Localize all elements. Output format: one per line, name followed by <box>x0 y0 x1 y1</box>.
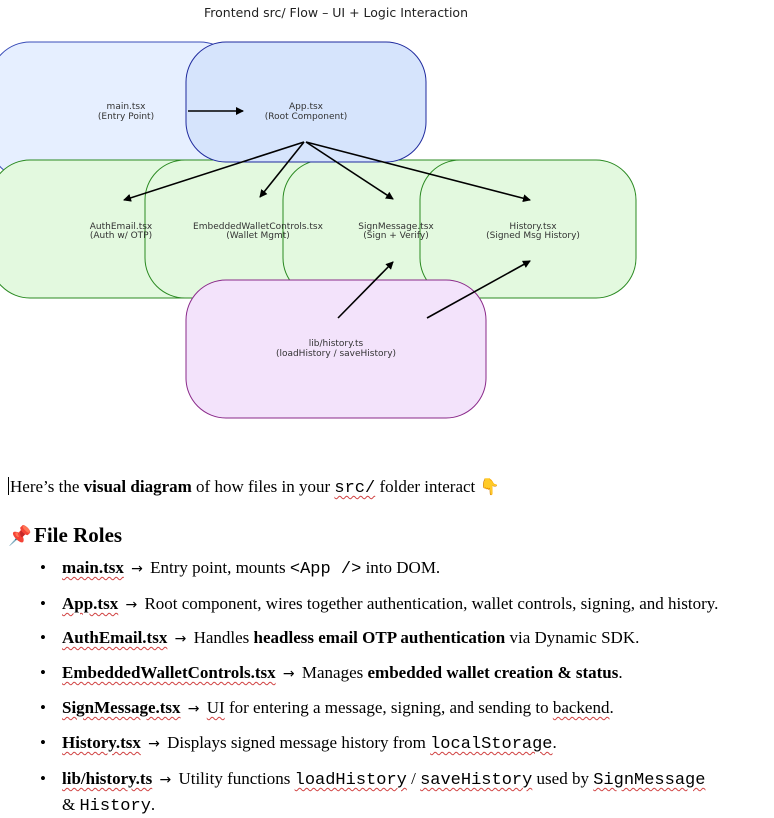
edge-app-to-history <box>305 141 531 203</box>
file-name: AuthEmail.tsx <box>62 628 168 647</box>
node-lib-name: lib/history.ts <box>309 339 364 349</box>
inline-code: SignMessage <box>593 771 706 790</box>
bullet: • <box>40 733 46 752</box>
inline-code: History <box>79 797 151 816</box>
node-sign-name: SignMessage.tsx <box>358 222 434 232</box>
file-name: History.tsx <box>62 733 141 752</box>
file-roles-heading: 📌File Roles <box>8 522 122 549</box>
node-history-sub: (Signed Msg History) <box>486 231 580 241</box>
role-text: into DOM. <box>361 558 441 577</box>
file-name: lib/history.ts <box>62 769 153 788</box>
intro-text-2: of how files in your <box>191 477 335 496</box>
flow-diagram: Frontend src/ Flow – UI + Logic Interact… <box>0 5 637 419</box>
role-text: Root component, wires together authentic… <box>140 594 719 613</box>
node-sign-sub: (Sign + Verify) <box>363 231 428 241</box>
edge-app-to-auth <box>123 141 305 202</box>
role-text: . <box>150 795 156 814</box>
node-main-name: main.tsx <box>107 102 147 112</box>
intro-text-3: folder interact <box>375 477 476 496</box>
edge-app-to-sign <box>305 141 394 200</box>
arrow-right-icon: → <box>159 772 172 788</box>
arrow-right-icon: → <box>282 666 295 682</box>
file-name: main.tsx <box>62 558 124 577</box>
role-text: . <box>609 698 614 717</box>
node-wallet-sub: (Wallet Mgmt) <box>226 231 290 241</box>
file-name: EmbeddedWalletControls.tsx <box>62 663 276 682</box>
bullet: • <box>40 594 46 613</box>
file-name: SignMessage.tsx <box>62 698 181 717</box>
pointing-down-icon: 👇 <box>479 477 500 496</box>
role-text: Displays signed message history from <box>162 733 431 752</box>
inline-code: saveHistory <box>420 771 533 790</box>
arrow-right-icon: → <box>131 561 143 577</box>
node-app-sub: (Root Component) <box>265 112 348 122</box>
role-text: Utility functions <box>174 769 295 788</box>
role-text: & <box>62 795 80 814</box>
node-wallet-name: EmbeddedWalletControls.tsx <box>193 222 324 232</box>
arrow-right-icon: → <box>174 631 187 647</box>
intro-text-1: Here’s the <box>10 477 84 496</box>
text-caret <box>8 477 9 495</box>
role-bold: embedded wallet creation & status <box>367 663 619 682</box>
node-app-box <box>185 41 427 163</box>
role-text: Manages <box>297 663 368 682</box>
node-main-sub: (Entry Point) <box>98 112 154 122</box>
role-text: for entering a message, signing, and sen… <box>224 698 553 717</box>
node-history-name: History.tsx <box>509 222 557 232</box>
inline-code: <App /> <box>289 560 362 579</box>
role-text: . <box>618 663 623 682</box>
node-lib-sub: (loadHistory / saveHistory) <box>276 349 396 359</box>
inline-code: loadHistory <box>294 771 407 790</box>
pin-icon: 📌 <box>8 525 32 547</box>
arrow-right-icon: → <box>148 736 160 752</box>
intro-code: src/ <box>334 479 376 498</box>
role-text-flagged: backend <box>552 698 610 717</box>
inline-code: localStorage <box>430 735 553 754</box>
node-lib-box <box>185 279 487 419</box>
node-app-name: App.tsx <box>289 102 324 112</box>
intro-bold: visual diagram <box>83 477 192 496</box>
file-name: App.tsx <box>62 594 119 613</box>
bullet: • <box>40 628 46 647</box>
role-bold: headless email OTP authentication <box>253 628 506 647</box>
edge-lib-to-sign <box>337 261 394 319</box>
role-text: . <box>552 733 557 752</box>
bullet: • <box>40 663 46 682</box>
bullet: • <box>40 698 46 717</box>
node-history-box <box>419 159 637 299</box>
role-text: Handles <box>189 628 254 647</box>
node-auth-sub: (Auth w/ OTP) <box>90 231 152 241</box>
role-text-flagged: UI <box>206 698 225 717</box>
node-auth-name: AuthEmail.tsx <box>90 222 153 232</box>
role-text: Entry point, mounts <box>145 558 290 577</box>
arrow-right-icon: → <box>125 597 138 613</box>
intro-paragraph: Here’s the visual diagram of how files i… <box>8 476 499 500</box>
edge-app-to-wallet <box>259 141 305 198</box>
file-roles-title: File Roles <box>34 523 123 547</box>
bullet: • <box>40 769 46 788</box>
diagram-title: Frontend src/ Flow – UI + Logic Interact… <box>204 5 468 20</box>
bullet: • <box>40 558 46 577</box>
arrow-right-icon: → <box>187 701 200 717</box>
role-text: / <box>406 769 421 788</box>
flow-diagram-svg: Frontend src/ Flow – UI + Logic Interact… <box>0 5 637 419</box>
edge-lib-to-history <box>426 260 531 319</box>
role-text: used by <box>532 769 594 788</box>
role-text: via Dynamic SDK. <box>505 628 640 647</box>
